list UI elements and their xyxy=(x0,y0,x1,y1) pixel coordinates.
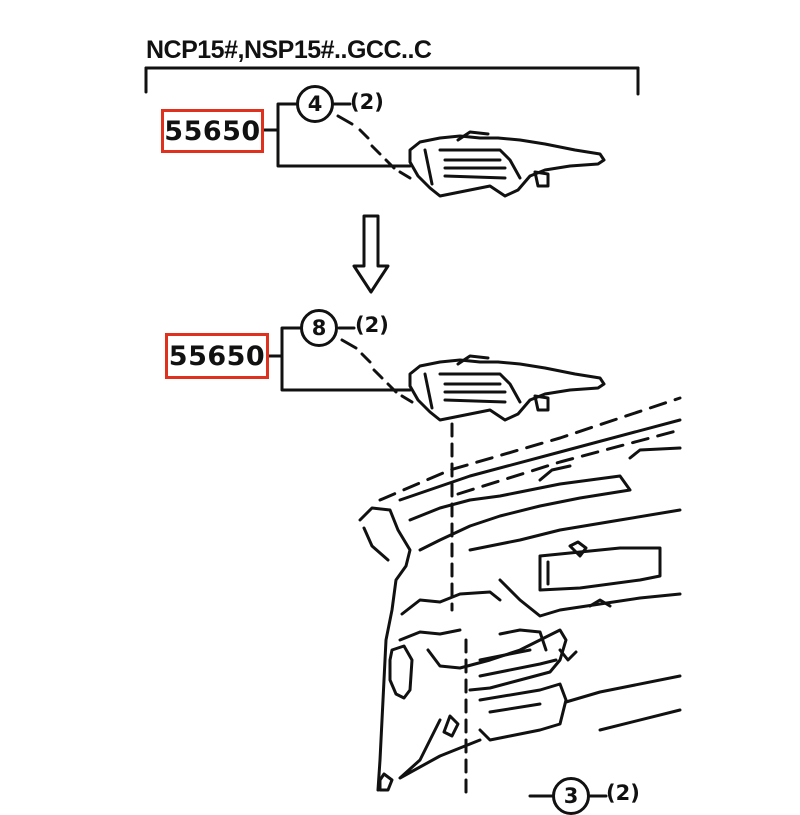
model-code-title: NCP15#,NSP15#..GCC..C xyxy=(146,36,432,64)
callout-circle-3: 3 xyxy=(552,777,590,815)
leader-lines-group-1 xyxy=(261,102,412,180)
quantity-label-1: (2) xyxy=(350,90,384,114)
leader-lines-group-2 xyxy=(266,326,414,404)
callout-number: 8 xyxy=(311,316,327,340)
callout-circle-2: 8 xyxy=(300,309,338,347)
part-number-label: 55650 xyxy=(168,340,266,372)
quantity-label-2: (2) xyxy=(355,313,389,337)
instrument-panel-illustration xyxy=(358,396,682,792)
part-number-label: 55650 xyxy=(164,115,261,147)
callout-number: 4 xyxy=(307,92,323,116)
down-arrow-icon xyxy=(352,214,390,294)
group-bracket xyxy=(144,66,640,96)
air-vent-illustration-2 xyxy=(408,354,606,422)
part-number-box-2[interactable]: 55650 xyxy=(165,333,269,379)
air-vent-illustration-1 xyxy=(408,130,606,198)
callout-number: 3 xyxy=(563,784,579,808)
callout-circle-1: 4 xyxy=(296,85,334,123)
quantity-label-3: (2) xyxy=(606,781,640,805)
part-number-box-1[interactable]: 55650 xyxy=(161,109,264,153)
